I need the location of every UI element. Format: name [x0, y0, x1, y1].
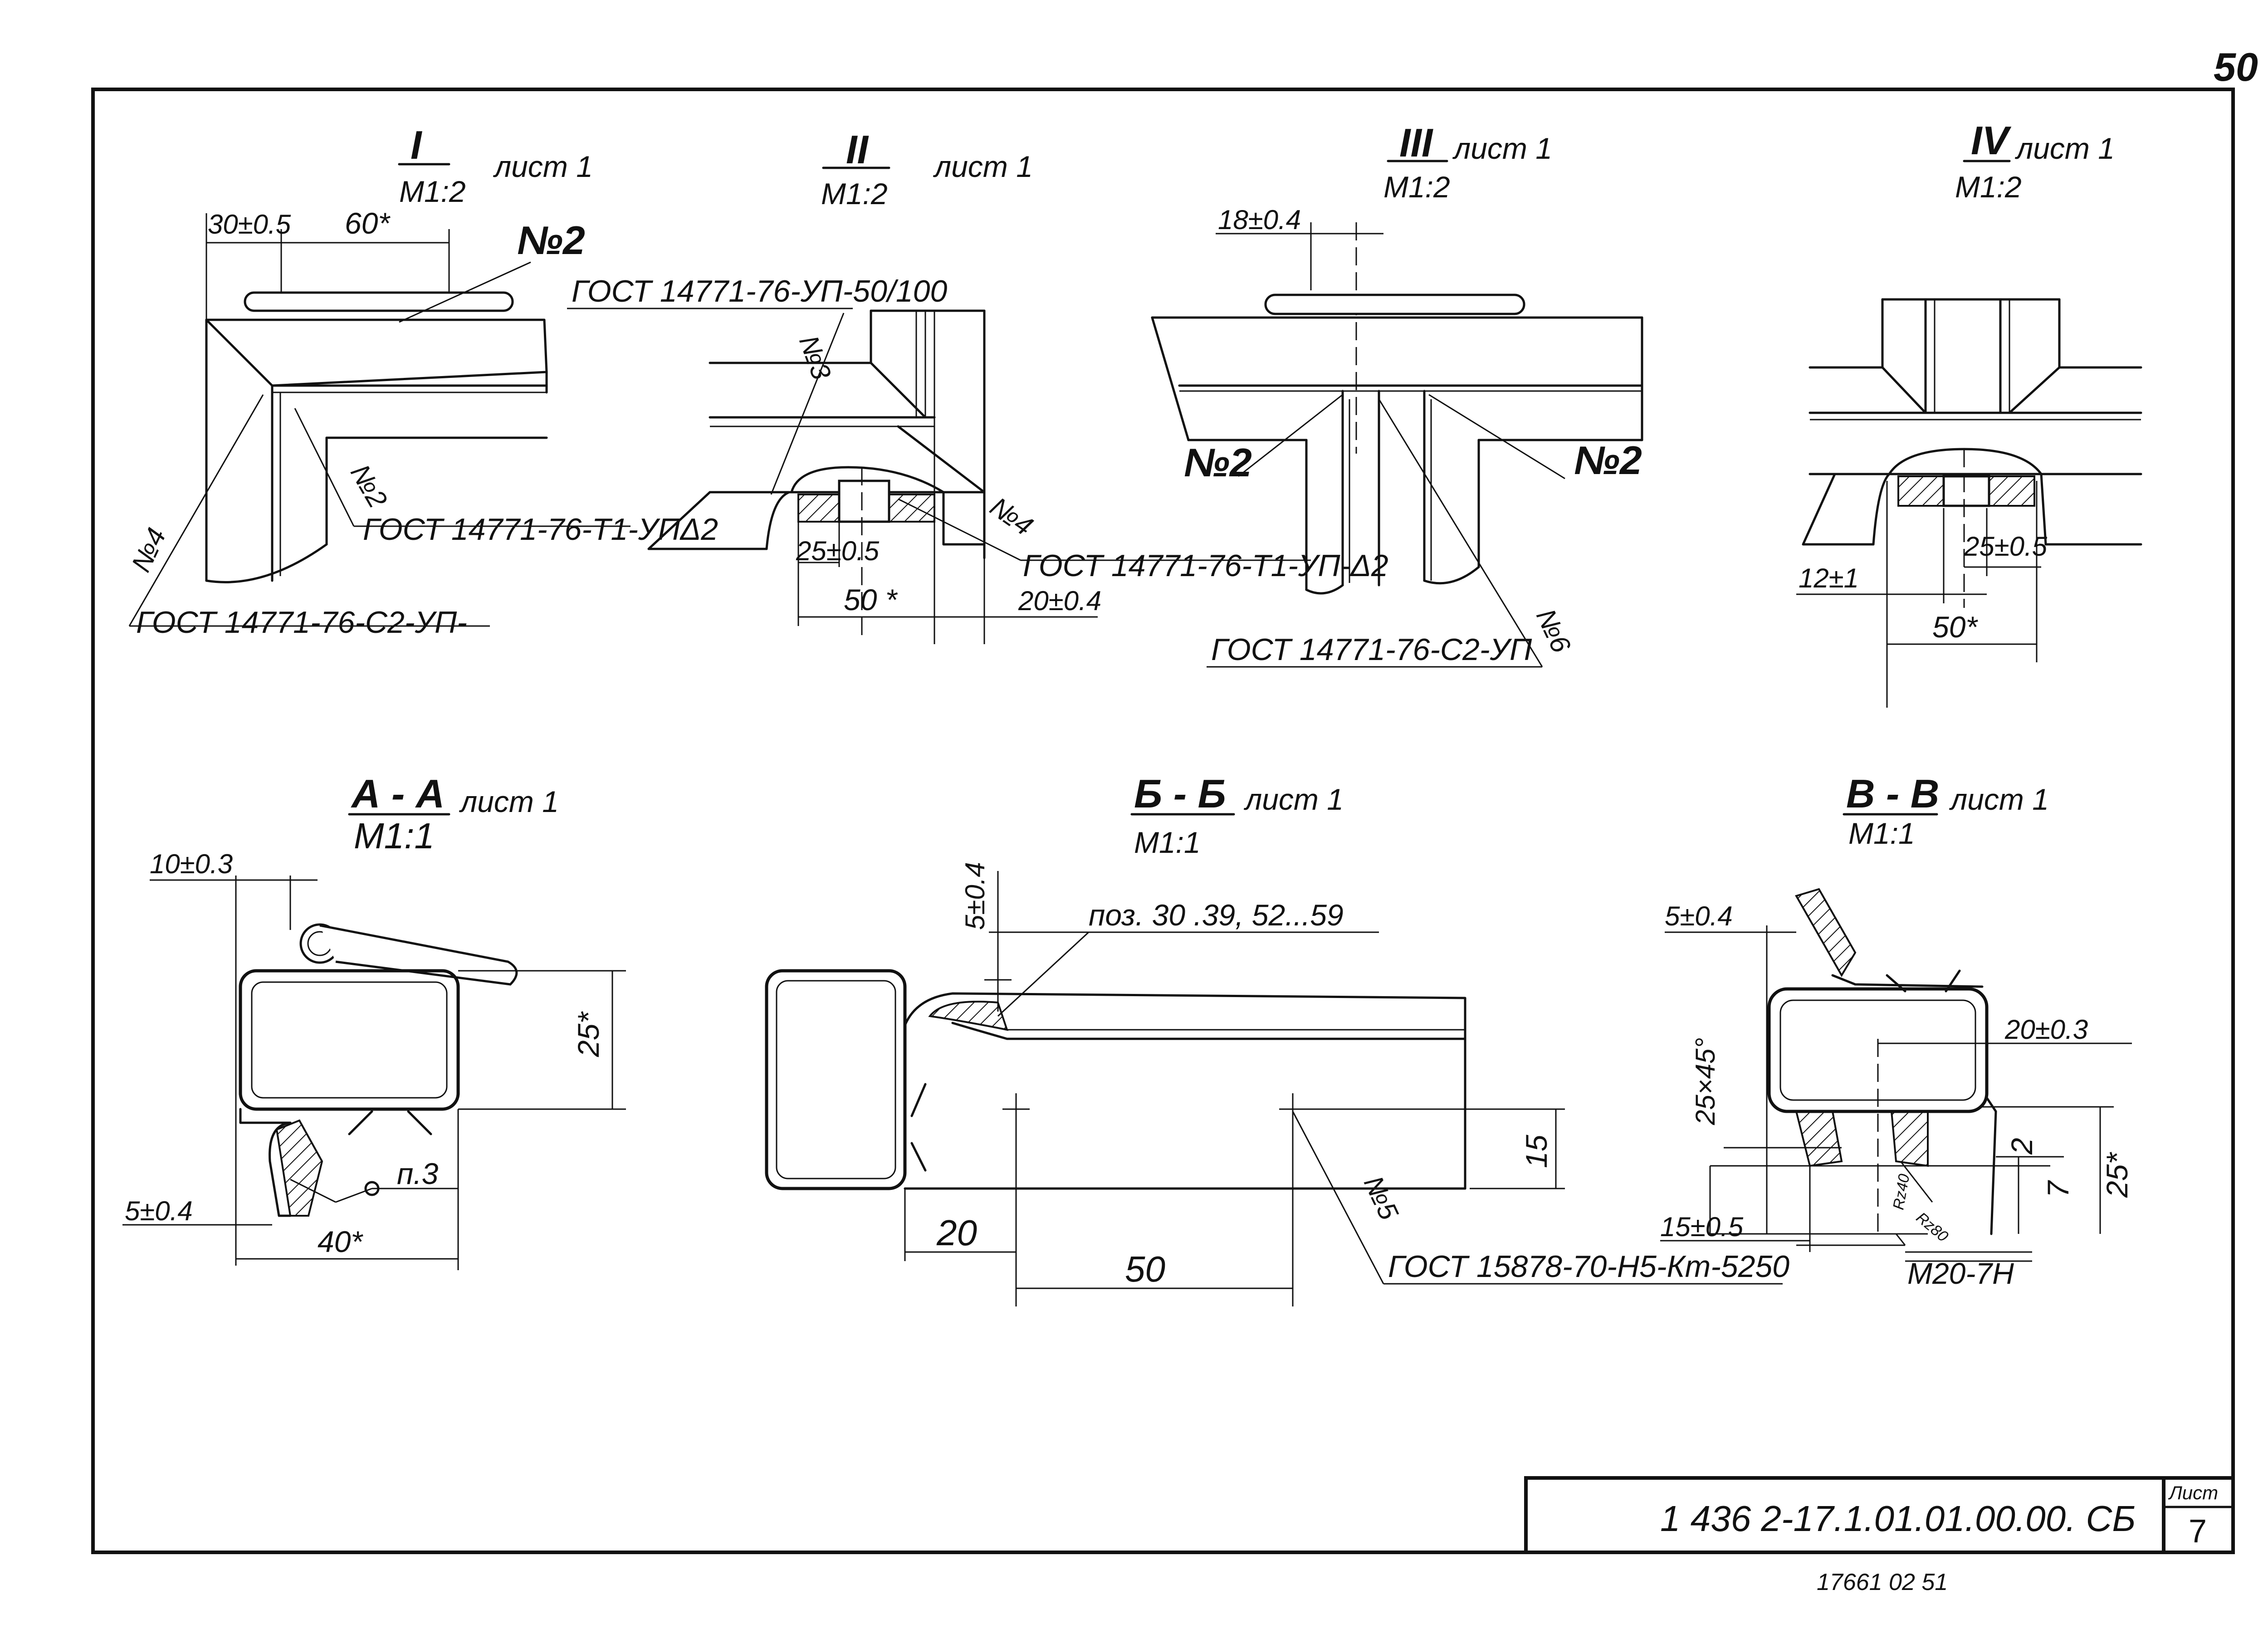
- view-ii-dim-50: 50 *: [844, 583, 898, 616]
- section-aa-dim-25: 25*: [572, 1011, 605, 1057]
- view-iii-mark-n2-right: №2: [1574, 438, 1642, 483]
- section-aa-title: А - А: [351, 771, 445, 816]
- view-iii-mark-n6: №6: [1530, 604, 1577, 658]
- view-ii-sheet: лист 1: [933, 150, 1033, 183]
- view-i-dim-30: 30±0.5: [208, 209, 291, 240]
- view-iii-gost: ГОСТ 14771-76-С2-УП: [1211, 632, 1532, 667]
- view-iv-numeral: IV: [1971, 118, 2011, 163]
- view-i-mark-n2-side: №2: [345, 459, 393, 513]
- section-aa-sheet: лист 1: [459, 785, 559, 818]
- view-ii-mark-n3: №3: [793, 331, 837, 383]
- section-v-v: В - В лист 1 М1:1 5±0.4 20±0.3 2 7 25* 2…: [1660, 771, 2134, 1290]
- section-vv-dim-7: 7: [2041, 1180, 2075, 1198]
- section-aa-scale: М1:1: [354, 816, 435, 856]
- view-iv-dim-12: 12±1: [1799, 563, 1859, 593]
- view-i-scale: М1:2: [399, 175, 466, 208]
- view-i-mark-n2-top: №2: [517, 218, 585, 263]
- section-vv-thread: М20-7Н: [1907, 1257, 2014, 1290]
- section-bb-scale: М1:1: [1134, 826, 1201, 859]
- view-ii-dim-25: 25±0.5: [796, 536, 880, 566]
- section-bb-sheet: лист 1: [1243, 783, 1344, 816]
- section-a-a: А - А лист 1 М1:1 10±0.3 25* п.3 5±0.4: [122, 771, 626, 1270]
- section-vv-chamfer: 25×45°: [1690, 1037, 1721, 1125]
- section-bb-mark-n5: №5: [1358, 1171, 1405, 1225]
- section-vv-scale: М1:1: [1848, 817, 1915, 850]
- section-bb-title: Б - Б: [1134, 771, 1226, 816]
- section-aa-dim-40: 40*: [318, 1225, 363, 1258]
- view-i-dim-60: 60*: [345, 206, 391, 240]
- view-i-gost-c2: ГОСТ 14771-76-С2-УП-: [136, 605, 467, 640]
- view-iv-sheet: лист 1: [2014, 132, 2115, 165]
- view-iv-dim-25: 25±0.5: [1964, 531, 2048, 562]
- section-b-b: Б - Б лист 1 М1:1 5±0.4 поз. 30 .39, 52.…: [765, 771, 1789, 1306]
- view-ii-scale: М1:2: [821, 177, 888, 210]
- view-iii: III лист 1 М1:2 18±0.4 №2 №2 №6 ГО: [1151, 120, 1643, 668]
- section-bb-dim-15: 15: [1520, 1135, 1553, 1168]
- inventory-number: 17661 02 51: [1817, 1569, 1948, 1595]
- sheet-label: Лист: [2168, 1482, 2218, 1503]
- view-iii-mark-n2-left: №2: [1184, 440, 1252, 485]
- section-vv-title: В - В: [1846, 771, 1939, 816]
- section-bb-dim-50: 50: [1125, 1249, 1165, 1289]
- drawing-frame: [91, 88, 2235, 1554]
- document-designation: 1 436 2-17.1.01.01.00.00. СБ: [1660, 1498, 2136, 1539]
- section-aa-dim-5: 5±0.4: [125, 1196, 193, 1226]
- view-i-numeral: I: [411, 122, 422, 167]
- view-iv: IV лист 1 М1:2 25±0.5 12±1: [1796, 118, 2142, 708]
- view-i-mark-n4: №4: [126, 523, 172, 577]
- section-vv-sheet: лист 1: [1949, 783, 2049, 816]
- section-vv-dim-15: 15±0.5: [1660, 1212, 1744, 1242]
- section-vv-dim-20: 20±0.3: [2004, 1014, 2088, 1045]
- section-vv-dim-25: 25*: [2100, 1152, 2134, 1198]
- section-aa-note: п.3: [397, 1157, 439, 1190]
- section-vv-dim-5: 5±0.4: [1665, 901, 1733, 931]
- page-number: 50: [2214, 44, 2258, 89]
- view-iii-sheet: лист 1: [1452, 132, 1552, 165]
- title-block: Лист 7 1 436 2-17.1.01.01.00.00. СБ: [1524, 1476, 2235, 1554]
- view-iii-dim-18: 18±0.4: [1218, 205, 1301, 235]
- view-iv-dim-50: 50*: [1932, 610, 1978, 644]
- view-ii-gost-t1: ГОСТ 14771-76-Т1-УП-Δ2: [1023, 548, 1388, 583]
- view-i-gost-t1: ГОСТ 14771-76-Т1-УПΔ2: [363, 512, 718, 547]
- section-vv-dim-2: 2: [2005, 1138, 2038, 1155]
- sheet-number: 7: [2189, 1513, 2207, 1550]
- section-aa-dim-10: 10±0.3: [150, 849, 233, 879]
- section-bb-dim-5: 5±0.4: [960, 862, 990, 930]
- section-bb-gost: ГОСТ 15878-70-Н5-Кт-5250: [1388, 1249, 1789, 1284]
- view-ii-mark-n4: №4: [984, 491, 1038, 541]
- view-i: I лист 1 М1:2 30±0.5 60* №2 №2 ГОСТ 1477…: [126, 122, 719, 640]
- view-i-sheet: лист 1: [493, 150, 593, 183]
- view-ii-dim-20: 20±0.4: [1018, 586, 1101, 616]
- section-vv-roughness-80: Rz80: [1913, 1209, 1951, 1245]
- section-bb-dim-20: 20: [936, 1213, 977, 1253]
- view-ii-gost-up: ГОСТ 14771-76-УП-50/100: [572, 274, 947, 308]
- view-iii-scale: М1:2: [1383, 170, 1450, 204]
- view-ii-numeral: II: [846, 127, 869, 172]
- section-vv-roughness-40: Rz40: [1890, 1173, 1913, 1211]
- section-bb-pos-label: поз. 30 .39, 52...59: [1089, 898, 1344, 932]
- view-iii-numeral: III: [1399, 120, 1433, 165]
- view-iv-scale: М1:2: [1955, 170, 2022, 204]
